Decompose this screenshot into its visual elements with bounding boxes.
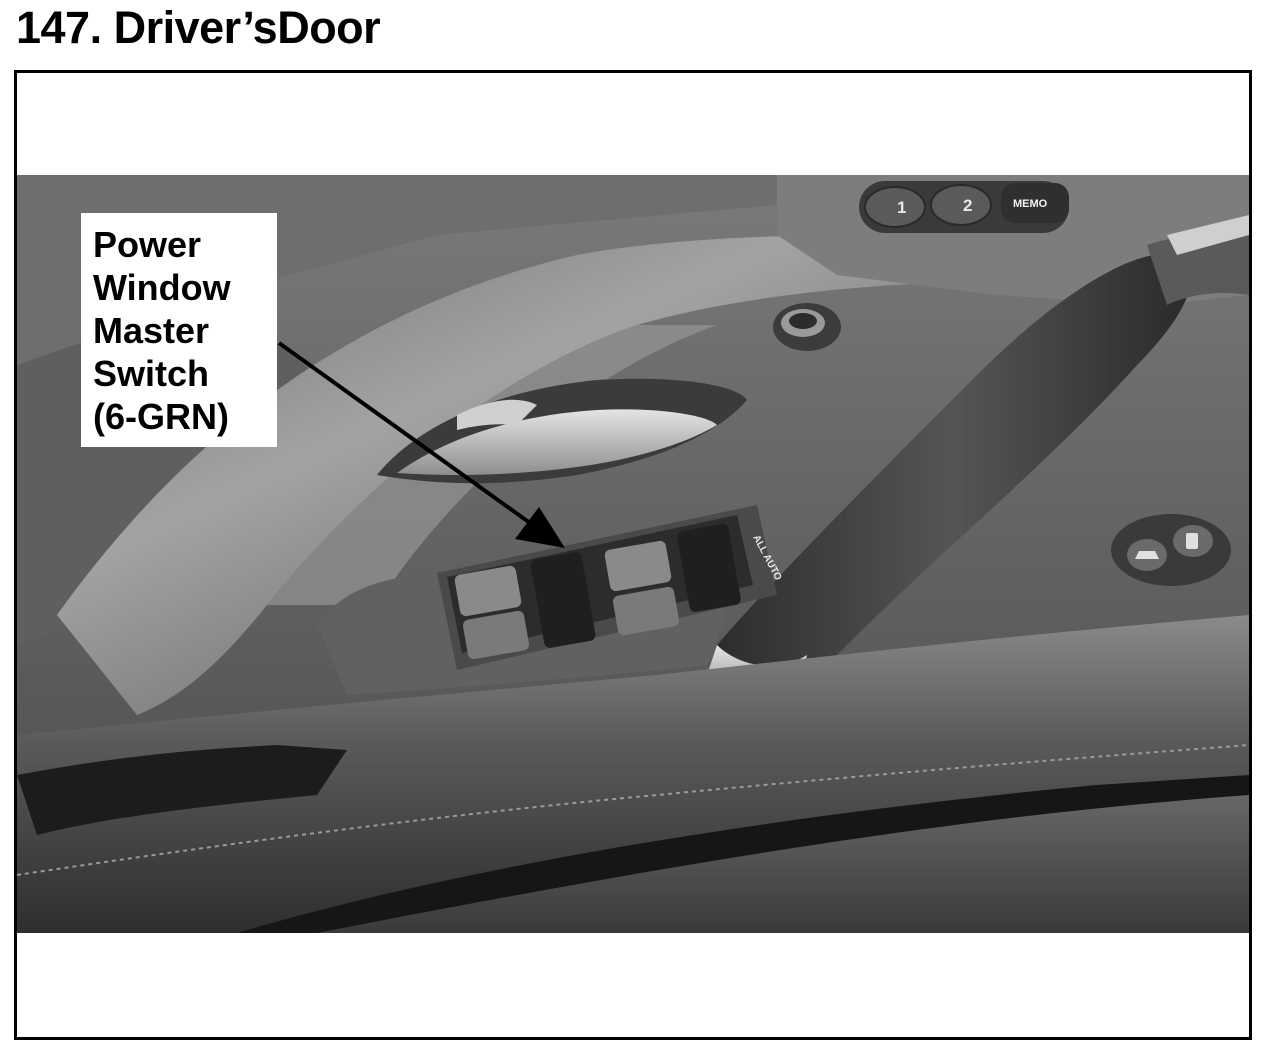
- callout-line-5: (6-GRN): [93, 396, 229, 437]
- callout-line-2: Window: [93, 267, 231, 308]
- memo-button-2-label: 2: [963, 196, 972, 215]
- page-title: 147. Driver’sDoor: [16, 2, 381, 53]
- door-panel-photo: 1 2 MEMO A: [17, 175, 1249, 933]
- memo-button-label: MEMO: [1013, 198, 1048, 210]
- figure-frame: 1 2 MEMO A: [14, 70, 1252, 1040]
- callout-line-4: Switch: [93, 353, 210, 394]
- window-switch-panel: ALL AUTO: [437, 505, 784, 670]
- fuel-door-icon: [1173, 525, 1213, 557]
- callout-label: Power Window Master Switch (6-GRN): [81, 213, 277, 447]
- memory-seat-button-icon: 1 2 MEMO: [859, 181, 1069, 233]
- memo-button-1-label: 1: [897, 198, 906, 217]
- callout-line-3: Master: [93, 310, 210, 351]
- door-lock-icon: [773, 303, 841, 351]
- callout-line-1: Power: [93, 224, 202, 265]
- trunk-release-icon: [1111, 514, 1231, 586]
